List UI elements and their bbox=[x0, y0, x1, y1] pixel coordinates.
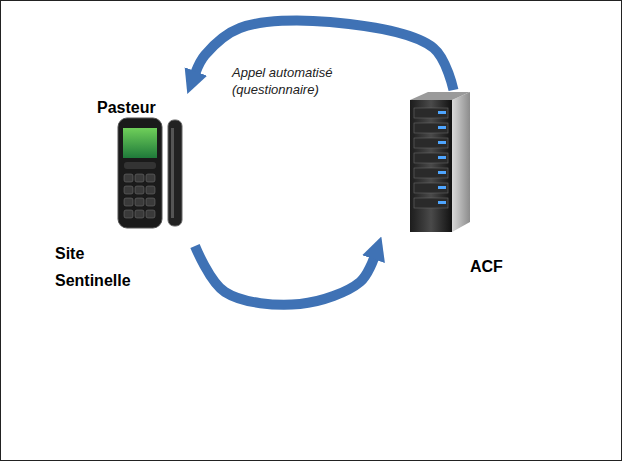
edge-label: Appel automatisé (questionnaire) bbox=[232, 64, 357, 98]
phone-icon bbox=[118, 118, 182, 228]
server-bay bbox=[414, 183, 448, 193]
phone-key bbox=[146, 174, 155, 182]
server-bay bbox=[414, 153, 448, 163]
server-bay bbox=[414, 168, 448, 178]
server-bay bbox=[414, 108, 448, 118]
phone-key bbox=[135, 174, 144, 182]
phone-key bbox=[135, 210, 144, 218]
server-node: ACF bbox=[385, 90, 512, 284]
node-label: ACF bbox=[470, 253, 508, 280]
phone-node: PasteurSite Sentinelle bbox=[50, 92, 195, 298]
node-label: Pasteur bbox=[97, 94, 187, 121]
server-light bbox=[438, 141, 446, 144]
server-light bbox=[438, 111, 446, 114]
phone-key bbox=[146, 198, 155, 206]
server-bay bbox=[414, 138, 448, 148]
server-light bbox=[438, 171, 446, 174]
server-light bbox=[438, 126, 446, 129]
phone-key bbox=[124, 210, 133, 218]
phone-key bbox=[146, 210, 155, 218]
phone-key bbox=[135, 186, 144, 194]
flow-arrow bbox=[195, 246, 374, 305]
phone-key bbox=[124, 174, 133, 182]
server-light bbox=[438, 186, 446, 189]
server-light bbox=[438, 156, 446, 159]
phone-key bbox=[135, 198, 144, 206]
server-bay bbox=[414, 123, 448, 133]
phone-key bbox=[124, 198, 133, 206]
phone-key bbox=[146, 186, 155, 194]
node-label: Site Sentinelle bbox=[55, 240, 150, 294]
server-bay bbox=[414, 198, 448, 208]
server-light bbox=[438, 201, 446, 204]
phone-key bbox=[124, 186, 133, 194]
server-icon bbox=[410, 92, 470, 232]
